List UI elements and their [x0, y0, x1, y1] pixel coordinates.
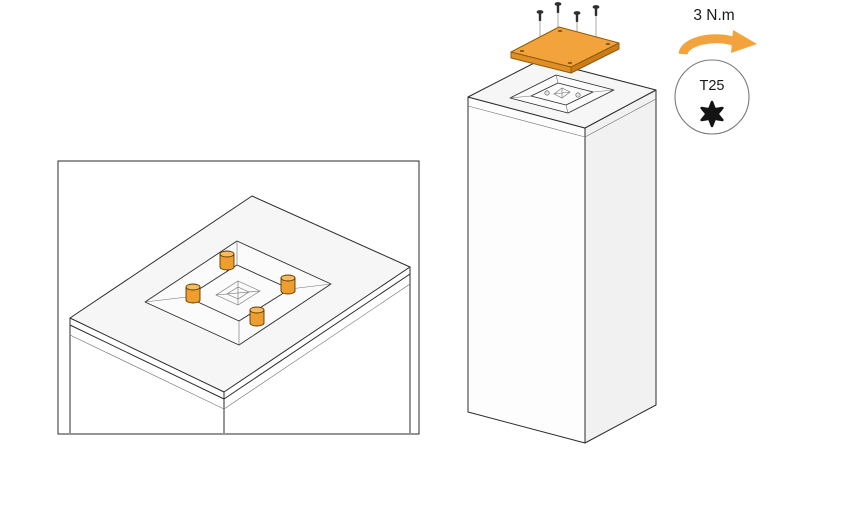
- door-seam-left: [69, 334, 225, 410]
- torx-bit-badge: T25: [674, 59, 750, 135]
- plate-hole: [557, 29, 563, 33]
- cabinet-front-face: [467, 96, 586, 444]
- cover-plate: [510, 26, 620, 74]
- cabinet-exploded-view: [467, 2, 657, 444]
- top-panel-seam-front: [467, 105, 586, 138]
- standoff-pin: [280, 274, 296, 295]
- plate-hole: [605, 42, 611, 46]
- detail-view: [57, 160, 420, 435]
- torque-label: 3 N.m: [693, 7, 734, 24]
- screw: [536, 10, 544, 21]
- door-seam-right: [223, 283, 411, 410]
- badge-circle: [674, 59, 750, 135]
- standoff-pin: [219, 250, 235, 271]
- torque-annotation: 3 N.m T25: [674, 7, 757, 135]
- cabinet-side-face: [584, 89, 657, 444]
- top-panel-seam-side: [584, 98, 657, 138]
- opening-mount-detail: [544, 87, 581, 99]
- center-mount: [215, 280, 261, 306]
- torx-size-label: T25: [700, 78, 725, 94]
- plate-hole: [567, 61, 573, 65]
- screw: [554, 2, 562, 13]
- plate-hole: [519, 49, 525, 53]
- screw: [573, 11, 581, 22]
- cover-plate-top: [510, 26, 620, 68]
- screw: [592, 5, 600, 16]
- torque-arrow-icon: [678, 30, 757, 55]
- torx-star-icon: [700, 100, 724, 128]
- standoff-pin: [249, 306, 265, 327]
- standoff-pin: [185, 283, 201, 304]
